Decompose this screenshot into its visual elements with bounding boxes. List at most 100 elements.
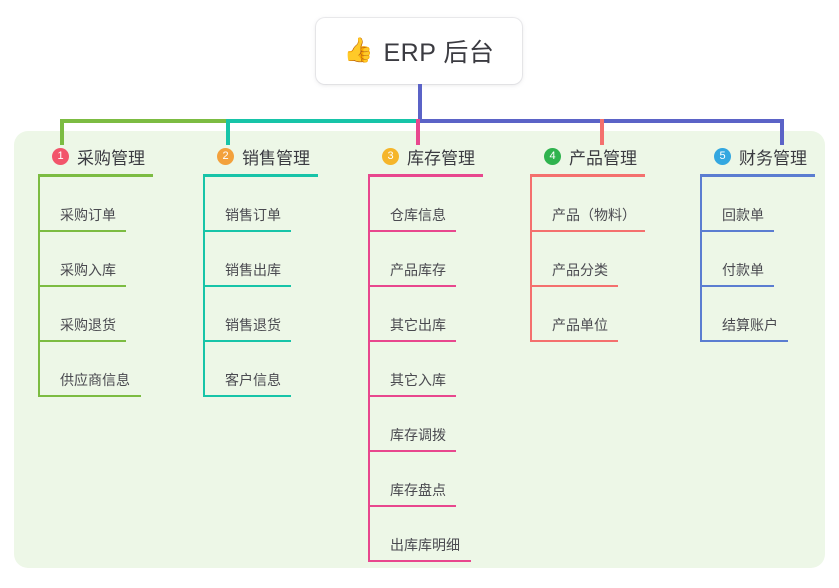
branch-title-1: 采购管理	[77, 148, 145, 168]
root-trunk-connector	[418, 84, 422, 122]
branch-column-3: 3 库存管理仓库信息产品库存其它出库其它入库库存调拨库存盘点出库库明细	[368, 142, 483, 562]
branch-item[interactable]: 销售退货	[203, 287, 318, 342]
branch-items-5: 回款单付款单结算账户	[700, 177, 815, 342]
branch-item[interactable]: 产品库存	[368, 232, 483, 287]
branch-header-4[interactable]: 4 产品管理	[530, 142, 645, 170]
branch-item[interactable]: 库存调拨	[368, 397, 483, 452]
branch-badge-1: 1	[52, 147, 69, 165]
branch-item[interactable]: 其它出库	[368, 287, 483, 342]
branch-item[interactable]: 产品单位	[530, 287, 645, 342]
branch-item[interactable]: 回款单	[700, 177, 815, 232]
connector-stub-5	[780, 119, 784, 145]
branch-title-4: 产品管理	[569, 148, 637, 168]
branch-spine-1	[38, 177, 40, 397]
branch-item-rule	[700, 230, 774, 232]
branch-item[interactable]: 结算账户	[700, 287, 815, 342]
branch-item-label: 销售订单	[225, 207, 281, 223]
branch-item[interactable]: 供应商信息	[38, 342, 153, 397]
branch-item-rule	[700, 285, 774, 287]
branch-underline-3	[368, 174, 483, 177]
connector-stub-2	[226, 119, 230, 145]
branch-item-label: 结算账户	[722, 317, 778, 333]
branch-column-1: 1 采购管理采购订单采购入库采购退货供应商信息	[38, 142, 153, 397]
branch-item-rule	[530, 340, 618, 342]
connector-segment-1	[60, 119, 230, 123]
branch-item[interactable]: 产品（物料）	[530, 177, 645, 232]
connector-stub-1	[60, 119, 64, 145]
branch-item-label: 回款单	[722, 207, 764, 223]
branch-item-label: 付款单	[722, 262, 764, 278]
branch-spine-5	[700, 177, 702, 342]
branch-item[interactable]: 采购订单	[38, 177, 153, 232]
branch-item[interactable]: 销售订单	[203, 177, 318, 232]
branch-title-2: 销售管理	[242, 148, 310, 168]
branch-item-rule	[203, 285, 291, 287]
branch-item-label: 供应商信息	[60, 372, 130, 388]
branch-badge-5: 5	[714, 147, 731, 165]
branch-item-label: 仓库信息	[390, 207, 446, 223]
branch-spine-4	[530, 177, 532, 342]
branch-header-3[interactable]: 3 库存管理	[368, 142, 483, 170]
branch-item-rule	[38, 395, 141, 397]
branch-header-5[interactable]: 5 财务管理	[700, 142, 815, 170]
branch-item[interactable]: 产品分类	[530, 232, 645, 287]
branch-header-1[interactable]: 1 采购管理	[38, 142, 153, 170]
branch-item-rule	[38, 285, 126, 287]
branch-underline-2	[203, 174, 318, 177]
branch-item-label: 库存调拨	[390, 427, 446, 443]
branch-item-label: 客户信息	[225, 372, 281, 388]
branch-item[interactable]: 销售出库	[203, 232, 318, 287]
branch-item-label: 产品（物料）	[552, 207, 636, 223]
branch-item-rule	[700, 340, 788, 342]
branch-items-2: 销售订单销售出库销售退货客户信息	[203, 177, 318, 397]
branch-column-4: 4 产品管理产品（物料） 产品分类产品单位	[530, 142, 645, 342]
branch-item-label: 库存盘点	[390, 482, 446, 498]
branch-item[interactable]: 库存盘点	[368, 452, 483, 507]
branch-badge-3: 3	[382, 147, 399, 165]
root-node-title: ERP 后台	[383, 39, 495, 67]
root-node-content: 👍 ERP 后台	[344, 33, 495, 69]
branch-item[interactable]: 采购退货	[38, 287, 153, 342]
branch-item[interactable]: 付款单	[700, 232, 815, 287]
branch-underline-4	[530, 174, 645, 177]
root-node[interactable]: 👍 ERP 后台	[316, 18, 522, 84]
branch-item-label: 销售出库	[225, 262, 281, 278]
connector-stub-3	[416, 119, 420, 145]
branch-item-rule	[368, 395, 456, 397]
branch-item-label: 采购退货	[60, 317, 116, 333]
branch-item-rule	[368, 450, 456, 452]
branch-item-rule	[368, 560, 471, 562]
branch-item-rule	[368, 285, 456, 287]
branch-item[interactable]: 出库库明细	[368, 507, 483, 562]
branch-items-3: 仓库信息产品库存其它出库其它入库库存调拨库存盘点出库库明细	[368, 177, 483, 562]
branch-item-rule	[203, 395, 291, 397]
branch-item-rule	[368, 340, 456, 342]
branch-item-rule	[38, 340, 126, 342]
branches-panel	[14, 131, 825, 568]
branch-title-5: 财务管理	[739, 148, 807, 168]
branch-item-label: 采购订单	[60, 207, 116, 223]
branch-item-label: 销售退货	[225, 317, 281, 333]
branch-item-label: 产品库存	[390, 262, 446, 278]
branch-item[interactable]: 采购入库	[38, 232, 153, 287]
thumbs-up-icon: 👍	[343, 37, 374, 64]
branch-item-rule	[368, 230, 456, 232]
branch-item-rule	[530, 285, 618, 287]
branch-item[interactable]: 客户信息	[203, 342, 318, 397]
branch-item-label: 其它出库	[390, 317, 446, 333]
branch-item-label: 其它入库	[390, 372, 446, 388]
branch-underline-1	[38, 174, 153, 177]
branch-item-rule	[38, 230, 126, 232]
branch-item[interactable]: 其它入库	[368, 342, 483, 397]
branch-title-3: 库存管理	[407, 148, 475, 168]
branch-spine-2	[203, 177, 205, 397]
branch-column-5: 5 财务管理回款单付款单结算账户	[700, 142, 815, 342]
branch-item-label: 采购入库	[60, 262, 116, 278]
branch-item[interactable]: 仓库信息	[368, 177, 483, 232]
branch-badge-4: 4	[544, 147, 561, 165]
branch-items-4: 产品（物料） 产品分类产品单位	[530, 177, 645, 342]
branch-spine-3	[368, 177, 370, 562]
branch-items-1: 采购订单采购入库采购退货供应商信息	[38, 177, 153, 397]
